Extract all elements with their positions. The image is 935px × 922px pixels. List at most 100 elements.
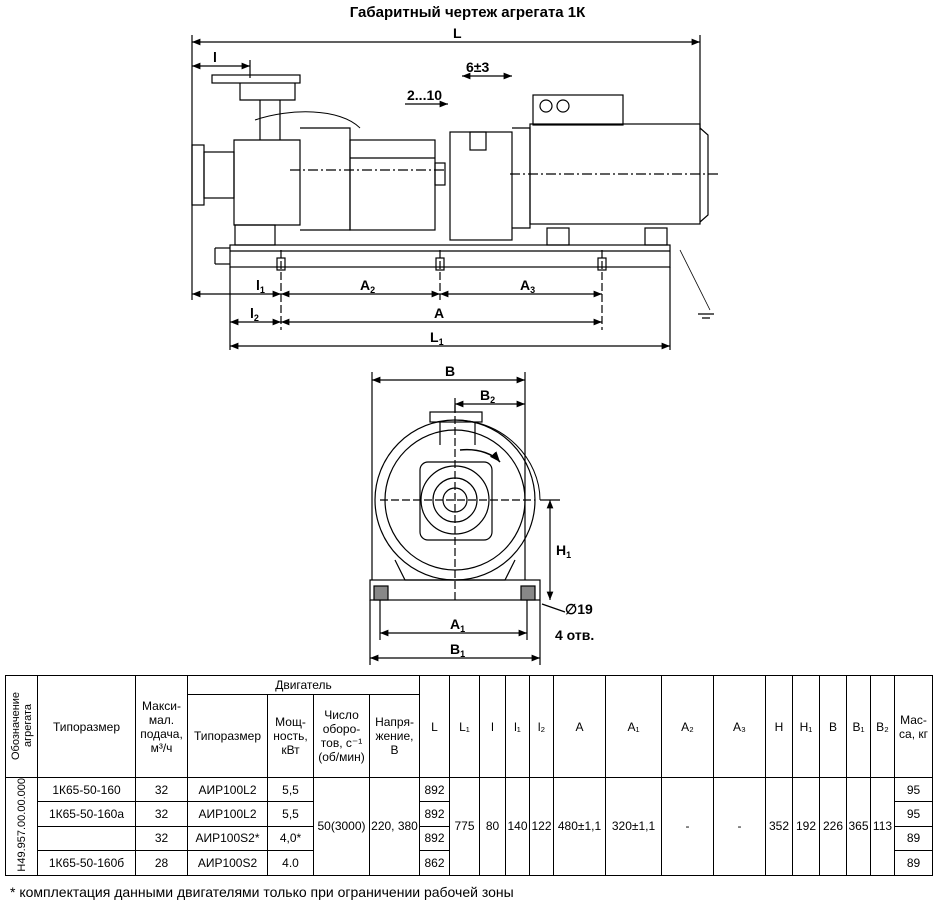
cell-L1: 775 [449, 777, 480, 876]
col-A2: A₂ [661, 675, 714, 778]
table-row: 1К65-50-160а 32 АИР100L2 5,5 892 95 [6, 801, 933, 827]
cell-model: 1К65-50-160 [37, 776, 136, 803]
col-A1: A₁ [605, 675, 662, 778]
dim-l2-label: l2 [250, 305, 259, 323]
cell-L: 892 [419, 825, 450, 852]
col-power: Мощ-ность, кВт [267, 694, 314, 778]
col-l2: l₂ [529, 675, 554, 778]
cell-power: 4.0 [267, 850, 314, 876]
dimensional-drawing: L l 6±3 2...10 l1 A2 A3 l2 A L1 B B2 H1 … [191, 25, 720, 665]
cell-flow: 32 [135, 776, 188, 803]
cell-H: 352 [765, 777, 793, 876]
footnote: * комплектация данными двигателями тольк… [10, 884, 514, 900]
cell-mass: 89 [894, 825, 933, 852]
col-B1: B₁ [846, 675, 871, 778]
bearing-bracket [349, 139, 436, 231]
col-speed: Число оборо-тов, с⁻¹ (об/мин) [313, 694, 370, 778]
col-L: L [419, 675, 450, 778]
cell-model: 1К65-50-160б [37, 850, 136, 876]
col-A3: A₃ [713, 675, 766, 778]
front-base [369, 579, 541, 601]
cell-l: 80 [479, 777, 506, 876]
col-engine-group: Двигатель [187, 675, 420, 695]
dim-B2-label: B2 [480, 387, 495, 405]
col-B: B [819, 675, 847, 778]
col-mass: Мас-са, кг [894, 675, 933, 778]
table-row: 32 АИР100S2* 4,0* 892 89 [6, 825, 933, 852]
cell-B2: 113 [870, 777, 895, 876]
cell-B: 226 [819, 777, 847, 876]
dim-diam-label: ∅19 [565, 601, 593, 617]
cell-mass: 89 [894, 850, 933, 876]
col-l: l [479, 675, 506, 778]
cell-l1: 140 [505, 777, 530, 876]
dim-A1-label: A1 [450, 616, 465, 634]
cell-A1: 320±1,1 [605, 777, 662, 876]
designation-cell: Н49.957.00.00.000 [5, 777, 38, 876]
pump-casing [233, 139, 301, 226]
cell-H1: 192 [792, 777, 820, 876]
cell-L: 892 [419, 801, 450, 827]
cell-mass: 95 [894, 801, 933, 827]
col-L1: L₁ [449, 675, 480, 778]
base-frame [229, 244, 671, 268]
cell-B1: 365 [846, 777, 871, 876]
cell-A: 480±1,1 [553, 777, 606, 876]
dim-gap2-label: 2...10 [407, 87, 442, 103]
dim-A3-label: A3 [520, 277, 535, 295]
cell-l2: 122 [529, 777, 554, 876]
col-H1: H₁ [792, 675, 820, 778]
dim-B1-label: B1 [450, 641, 465, 659]
cell-L: 862 [419, 850, 450, 876]
suction-flange [191, 144, 205, 206]
dim-l-label: l [213, 49, 217, 65]
cell-flow: 32 [135, 825, 188, 852]
cell-A2: - [661, 777, 714, 876]
dim-L-label: L [453, 25, 462, 41]
dim-A-label: A [434, 305, 444, 321]
discharge-flange [211, 74, 301, 84]
cell-L: 892 [419, 776, 450, 803]
cell-power: 4,0* [267, 825, 314, 852]
dim-holes-label: 4 отв. [555, 627, 594, 643]
cell-engine: АИР100S2* [187, 825, 268, 852]
col-l1: l₁ [505, 675, 530, 778]
col-flow: Макси-мал. подача, м³/ч [135, 675, 188, 778]
dim-H1-label: H1 [556, 542, 571, 560]
coupling-guard [449, 131, 513, 241]
dim-L1-label: L1 [430, 329, 444, 347]
cell-speed: 50(3000) [313, 777, 370, 876]
dim-gap-label: 6±3 [466, 59, 489, 75]
col-voltage: Напря-жение, В [369, 694, 420, 778]
cell-voltage: 220, 380 [369, 777, 420, 876]
col-H: H [765, 675, 793, 778]
side-view [191, 35, 720, 350]
col-engine-model: Типоразмер [187, 694, 268, 778]
terminal-box [532, 94, 624, 126]
cell-flow: 32 [135, 801, 188, 827]
cell-engine: АИР100S2 [187, 850, 268, 876]
col-A: A [553, 675, 606, 778]
cell-engine: АИР100L2 [187, 801, 268, 827]
col-designation: Обозначение агрегата [5, 675, 38, 778]
discharge-nozzle [429, 411, 483, 423]
cell-mass: 95 [894, 776, 933, 803]
cell-power: 5,5 [267, 801, 314, 827]
front-view [369, 372, 566, 665]
cell-power: 5,5 [267, 776, 314, 803]
cell-model: 1К65-50-160а [37, 801, 136, 827]
table-row: Н49.957.00.00.000 1К65-50-160 32 АИР100L… [5, 776, 933, 876]
table-row: 1К65-50-160б 28 АИР100S2 4.0 862 89 [6, 850, 933, 876]
col-model: Типоразмер [37, 675, 136, 778]
spec-table: Обозначение агрегата Типоразмер Макси-ма… [5, 675, 933, 876]
drawing-title: Габаритный чертеж агрегата 1К [349, 4, 586, 21]
cell-engine: АИР100L2 [187, 776, 268, 803]
dim-A2-label: A2 [360, 277, 375, 295]
col-B2: B₂ [870, 675, 895, 778]
cell-A3: - [713, 777, 766, 876]
cell-model [37, 825, 136, 852]
cell-flow: 28 [135, 850, 188, 876]
dim-l1-label: l1 [256, 277, 265, 295]
anchor-bolts [276, 257, 607, 271]
dim-B-label: B [445, 363, 455, 379]
